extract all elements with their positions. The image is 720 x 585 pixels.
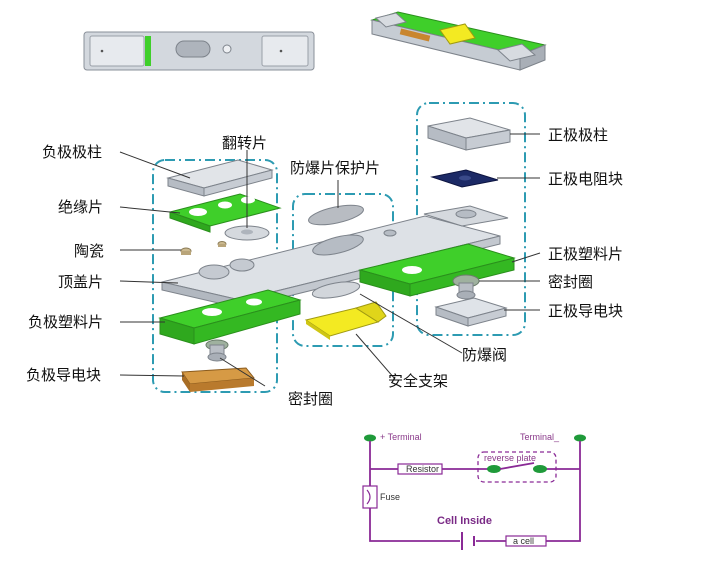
- burst-valve-part: [311, 281, 361, 299]
- label-negative-pole: 负极极柱: [42, 143, 102, 161]
- label-safety-bracket: 安全支架: [388, 372, 448, 390]
- fuse-label: Fuse: [380, 492, 400, 502]
- resistor-symbol: [397, 463, 443, 475]
- seal-ring-right-part: [452, 274, 480, 300]
- switch-node-left: [487, 465, 501, 473]
- top-cover-positive-end: [423, 205, 509, 227]
- minus-terminal-label: Terminal_: [520, 432, 560, 442]
- reverse-plate-frame: [477, 451, 557, 483]
- label-burst-valve: 防爆阀: [462, 346, 507, 364]
- ceramic-part: [180, 241, 227, 255]
- reverse-plate-label: reverse plate: [484, 453, 536, 463]
- positive-conductor-part: [434, 297, 508, 327]
- leader-lines: [119, 133, 541, 387]
- label-top-cover: 顶盖片: [58, 273, 103, 291]
- cell-symbol: [505, 535, 547, 547]
- cell-inside-label: Cell Inside: [437, 515, 492, 527]
- flip-sheet-part: [224, 225, 270, 241]
- negative-conductor-part: [181, 367, 255, 392]
- negative-pole-part: [166, 159, 274, 197]
- label-insulation-sheet: 绝缘片: [58, 198, 103, 216]
- positive-resistor-part: [430, 169, 499, 188]
- positive-plastic-part: [358, 243, 516, 297]
- switch-node-right: [533, 465, 547, 473]
- label-negative-conductor: 负极导电块: [26, 366, 101, 384]
- insulation-sheet-part: [168, 193, 282, 233]
- circuit-schematic: + Terminal Terminal_ Resistor reverse pl…: [362, 432, 586, 550]
- positive-pole-part: [427, 117, 511, 151]
- label-positive-plastic: 正极塑料片: [548, 245, 623, 263]
- label-seal-ring-right: 密封圈: [548, 273, 593, 291]
- label-flip-sheet: 翻转片: [222, 134, 267, 152]
- label-negative-plastic: 负极塑料片: [28, 313, 103, 331]
- resistor-label: Resistor: [406, 464, 439, 474]
- assembled-cover-top-view: [83, 31, 315, 71]
- label-burst-protection: 防爆片保护片: [290, 159, 380, 177]
- burst-protection-part: [308, 204, 364, 226]
- cell-label: a cell: [513, 536, 534, 546]
- plus-terminal-node: [364, 434, 376, 442]
- label-positive-resistor: 正极电阻块: [548, 170, 623, 188]
- label-positive-conductor: 正极导电块: [548, 302, 623, 320]
- label-seal-ring-left: 密封圈: [288, 390, 333, 408]
- label-ceramic: 陶瓷: [74, 242, 104, 260]
- assembled-cover-3d-view: [370, 11, 547, 71]
- minus-terminal-node: [574, 434, 586, 442]
- seal-ring-left-part: [205, 339, 229, 362]
- plus-terminal-label: + Terminal: [380, 432, 422, 442]
- safety-bracket-part: [304, 301, 387, 340]
- positive-group-frame: [416, 102, 526, 336]
- label-positive-pole: 正极极柱: [548, 126, 608, 144]
- negative-plastic-part: [158, 289, 302, 345]
